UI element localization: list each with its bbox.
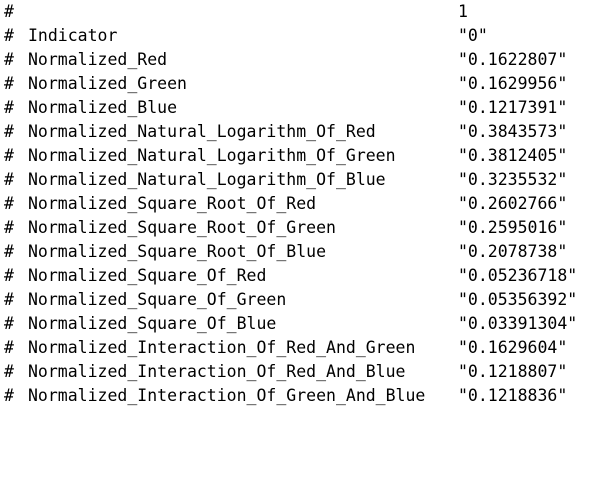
row-value: "0.1629956" (458, 74, 568, 93)
table-row: # Normalized_Natural_Logarithm_Of_Green … (4, 144, 590, 168)
row-value: "0.03391304" (458, 314, 578, 333)
comment-hash: # (4, 50, 14, 69)
comment-hash: # (4, 122, 14, 141)
comment-hash: # (4, 218, 14, 237)
row-name: Normalized_Square_Root_Of_Red (28, 194, 317, 213)
row-name: Normalized_Square_Root_Of_Green (28, 218, 336, 237)
row-name: Normalized_Square_Of_Blue (28, 314, 277, 333)
row-name: Normalized_Natural_Logarithm_Of_Blue (28, 170, 386, 189)
row-name: Normalized_Blue (28, 98, 178, 117)
console-output: # 1 # Indicator "0" # Normalized_Red "0.… (4, 0, 590, 408)
column-header: 1 (458, 2, 468, 21)
table-row: # Normalized_Natural_Logarithm_Of_Red "0… (4, 120, 590, 144)
row-value: "0.1218807" (458, 362, 568, 381)
comment-hash: # (4, 194, 14, 213)
row-value: "0.3812405" (458, 146, 568, 165)
comment-hash: # (4, 2, 14, 21)
row-value: "0.3235532" (458, 170, 568, 189)
row-value: "0.1622807" (458, 50, 568, 69)
table-row: # Normalized_Square_Of_Red "0.05236718" (4, 264, 590, 288)
row-value: "0" (458, 26, 488, 45)
row-name: Normalized_Square_Of_Red (28, 266, 267, 285)
row-name: Normalized_Interaction_Of_Red_And_Blue (28, 362, 406, 381)
row-name: Normalized_Red (28, 50, 168, 69)
comment-hash: # (4, 26, 14, 45)
comment-hash: # (4, 170, 14, 189)
row-value: "0.1218836" (458, 386, 568, 405)
row-name: Normalized_Square_Root_Of_Blue (28, 242, 327, 261)
table-row: # Normalized_Square_Root_Of_Blue "0.2078… (4, 240, 590, 264)
comment-hash: # (4, 290, 14, 309)
row-name: Normalized_Green (28, 74, 187, 93)
table-row: # Indicator "0" (4, 24, 590, 48)
row-name: Normalized_Interaction_Of_Green_And_Blue (28, 386, 426, 405)
comment-hash: # (4, 386, 14, 405)
header-row: # 1 (4, 0, 590, 24)
row-value: "0.2595016" (458, 218, 568, 237)
row-value: "0.2078738" (458, 242, 568, 261)
row-name: Normalized_Interaction_Of_Red_And_Green (28, 338, 416, 357)
table-row: # Normalized_Square_Root_Of_Red "0.26027… (4, 192, 590, 216)
comment-hash: # (4, 98, 14, 117)
comment-hash: # (4, 146, 14, 165)
table-row: # Normalized_Square_Of_Blue "0.03391304" (4, 312, 590, 336)
row-value: "0.3843573" (458, 122, 568, 141)
row-value: "0.1629604" (458, 338, 568, 357)
table-row: # Normalized_Interaction_Of_Red_And_Blue… (4, 360, 590, 384)
comment-hash: # (4, 242, 14, 261)
table-row: # Normalized_Square_Root_Of_Green "0.259… (4, 216, 590, 240)
row-name: Normalized_Square_Of_Green (28, 290, 287, 309)
row-value: "0.1217391" (458, 98, 568, 117)
row-value: "0.2602766" (458, 194, 568, 213)
table-row: # Normalized_Natural_Logarithm_Of_Blue "… (4, 168, 590, 192)
table-row: # Normalized_Interaction_Of_Green_And_Bl… (4, 384, 590, 408)
comment-hash: # (4, 314, 14, 333)
row-value: "0.05236718" (458, 266, 578, 285)
table-row: # Normalized_Green "0.1629956" (4, 72, 590, 96)
row-value: "0.05356392" (458, 290, 578, 309)
table-row: # Normalized_Blue "0.1217391" (4, 96, 590, 120)
comment-hash: # (4, 338, 14, 357)
table-row: # Normalized_Square_Of_Green "0.05356392… (4, 288, 590, 312)
comment-hash: # (4, 266, 14, 285)
comment-hash: # (4, 74, 14, 93)
comment-hash: # (4, 362, 14, 381)
row-name: Normalized_Natural_Logarithm_Of_Red (28, 122, 376, 141)
row-name: Normalized_Natural_Logarithm_Of_Green (28, 146, 396, 165)
table-row: # Normalized_Interaction_Of_Red_And_Gree… (4, 336, 590, 360)
row-name: Indicator (28, 26, 118, 45)
table-row: # Normalized_Red "0.1622807" (4, 48, 590, 72)
